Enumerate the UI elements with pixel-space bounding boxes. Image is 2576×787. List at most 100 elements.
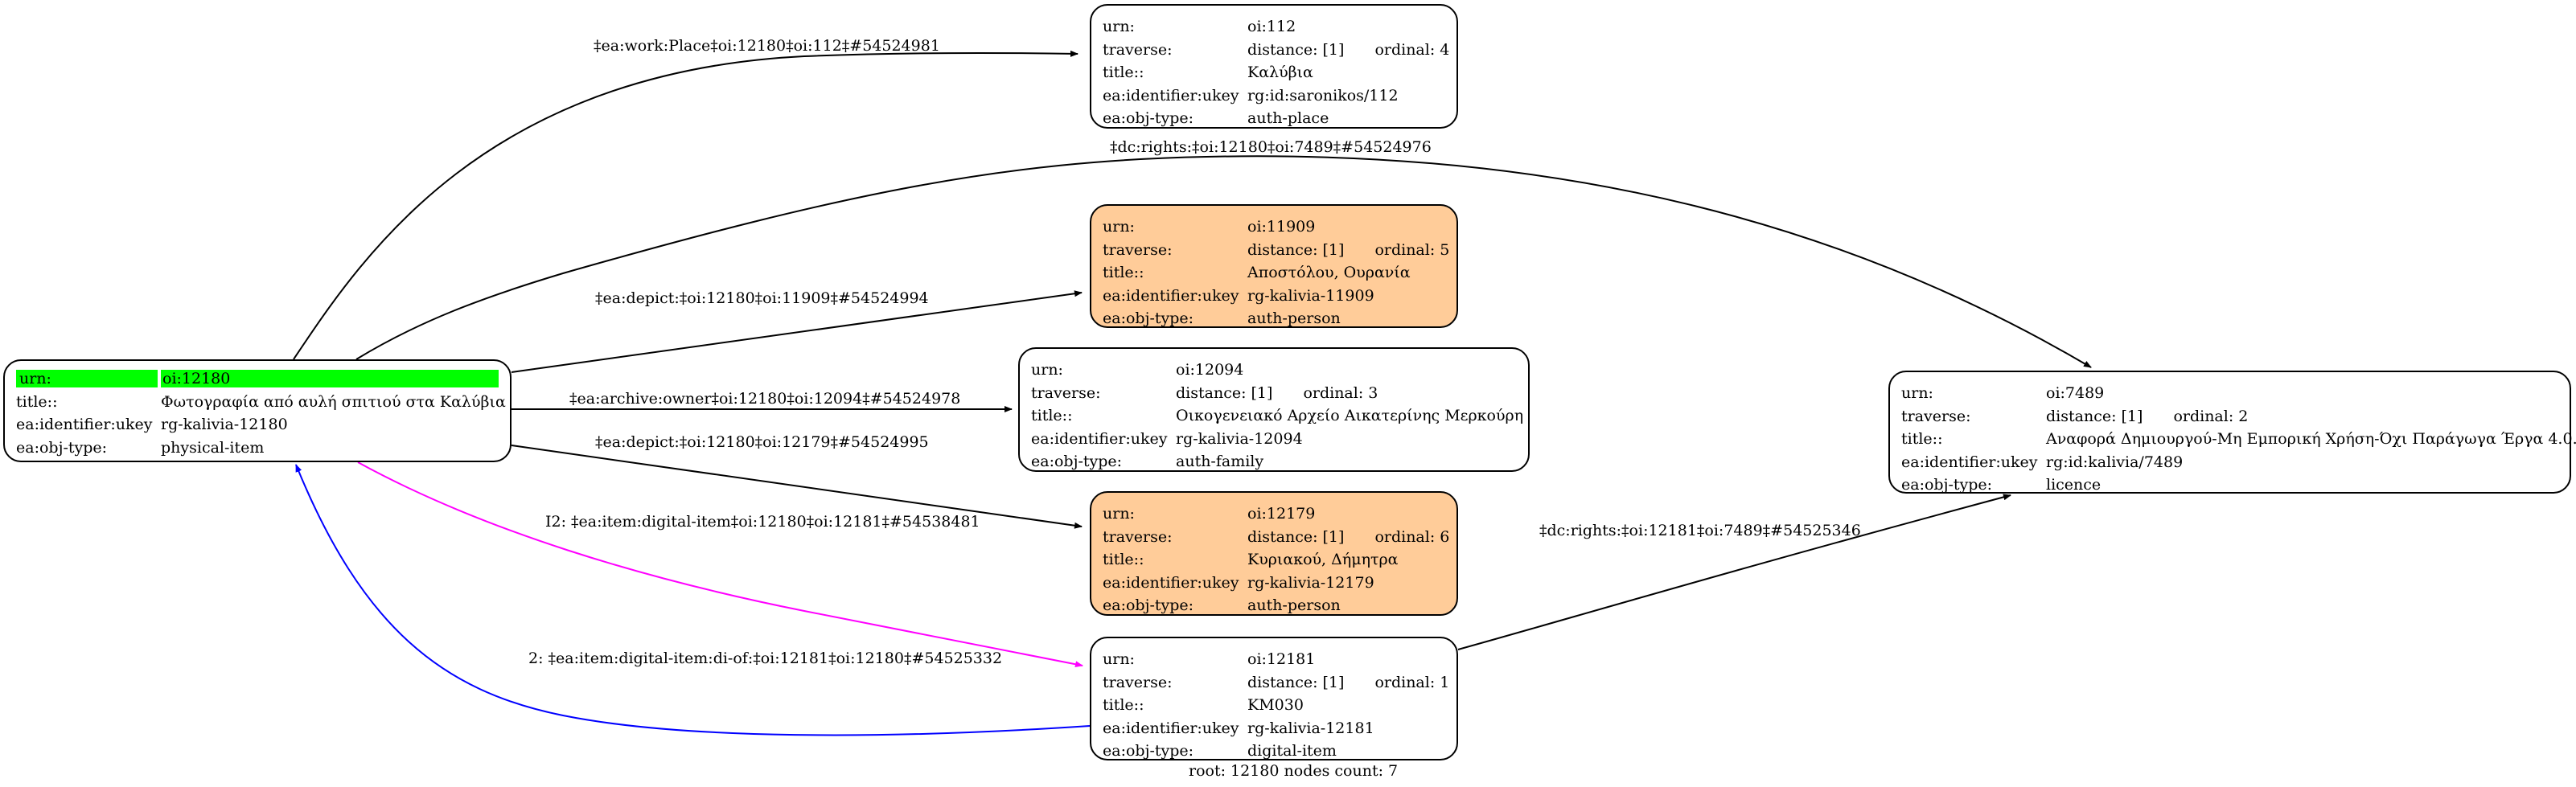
node-row-traverse: traverse: distance: [1]ordinal: 1 — [1103, 671, 1449, 695]
edge-label-archive-owner: ‡ea:archive:owner‡oi:12180‡oi:12094‡#545… — [569, 390, 961, 408]
node-row-traverse: traverse: distance: [1]ordinal: 2 — [1901, 405, 2558, 428]
value-text: oi:7489 — [2046, 384, 2105, 403]
row-value: auth-place — [1247, 109, 1445, 127]
row-key: title:: — [1103, 264, 1144, 282]
row-key: ea:identifier:ukey — [1031, 429, 1168, 448]
distance-value: distance: [1] — [1247, 40, 1345, 59]
row-key: urn: — [1103, 18, 1135, 36]
row-value: oi:7489 — [2046, 384, 2558, 402]
value-text: Οικογενειακό Αρχείο Αικατερίνης Μερκούρη — [1176, 407, 1524, 425]
row-value: licence — [2046, 476, 2558, 494]
distance-value: distance: [1] — [1247, 527, 1345, 546]
node-row-obj-type: ea:obj-type: auth-place — [1103, 107, 1445, 130]
node-row-title: title::Καλύβια — [1103, 61, 1445, 84]
node-row-title: title:: Φωτογραφία από αυλή σπιτιού στα … — [16, 391, 506, 414]
row-key: ea:obj-type: — [1103, 596, 1194, 615]
value-text: oi:12181 — [1247, 650, 1316, 669]
row-key: title:: — [1103, 696, 1144, 715]
row-key: urn: — [1103, 505, 1135, 523]
row-key: urn: — [1901, 384, 1933, 403]
row-key: ea:obj-type: — [1103, 109, 1194, 128]
node-row-title: title::Αποστόλου, Ουρανία — [1103, 261, 1445, 285]
edge-label-depict-12179: ‡ea:depict:‡oi:12180‡oi:12179‡#54524995 — [595, 433, 929, 451]
row-value: Αποστόλου, Ουρανία — [1247, 264, 1445, 281]
row-key: ea:obj-type: — [1031, 453, 1123, 471]
node-row-urn: urn: oi:12179 — [1103, 502, 1445, 526]
ordinal-value: ordinal: 4 — [1374, 40, 1450, 59]
node-row-traverse: traverse:distance: [1]ordinal: 3 — [1031, 382, 1517, 405]
node-row-title: title::Οικογενειακό Αρχείο Αικατερίνης Μ… — [1031, 404, 1523, 428]
row-value: distance: [1]ordinal: 1 — [1247, 674, 1449, 691]
row-value: digital-item — [1247, 742, 1445, 760]
value-text: auth-place — [1247, 109, 1329, 128]
edge-rights-12181[interactable] — [1457, 494, 2011, 650]
edge-depict-11909[interactable] — [511, 290, 1083, 373]
node-root-12180[interactable]: urn: oi:12180 title:: Φωτογραφία από αυλ… — [3, 359, 512, 462]
row-value: distance: [1]ordinal: 2 — [2046, 408, 2558, 425]
row-key: title:: — [16, 392, 58, 411]
node-row-traverse: traverse:distance: [1]ordinal: 6 — [1103, 526, 1449, 549]
node-row-traverse: traverse: distance: [1] ordinal: 4 — [1103, 39, 1449, 62]
value-text: auth-family — [1176, 453, 1264, 471]
row-key: title:: — [1901, 430, 1943, 449]
row-key: traverse: — [1103, 673, 1173, 691]
value-text: Κυριακού, Δήμητρα — [1247, 551, 1399, 569]
node-row-traverse: traverse:distance: [1]ordinal: 5 — [1103, 239, 1449, 262]
row-value: rg:id:kalivia/7489 — [2046, 453, 2558, 471]
edge-depict-12179[interactable] — [511, 445, 1083, 529]
row-value: auth-person — [1247, 309, 1445, 327]
node-row-urn: urn: oi:12180 — [16, 367, 499, 391]
node-row-urn: urn:oi:11909 — [1103, 215, 1445, 239]
edge-digital-item-of[interactable] — [295, 464, 1091, 736]
edge-work-place[interactable] — [293, 50, 1078, 360]
row-value: Καλύβια — [1247, 64, 1445, 81]
value-text: digital-item — [1247, 742, 1337, 760]
value-text: rg-kalivia-12094 — [1176, 429, 1303, 448]
node-row-title: title::Αναφορά Δημιουργού-Μη Εμπορική Χρ… — [1901, 428, 2576, 451]
node-7489[interactable]: urn: oi:7489 traverse: distance: [1]ordinal… — [1888, 371, 2576, 494]
row-value: distance: [1] ordinal: 4 — [1247, 41, 1449, 59]
edge-label-digital-item: I2: ‡ea:item:digital-item‡oi:12180‡oi:12… — [545, 513, 980, 531]
row-value: rg-kalivia-12181 — [1247, 719, 1445, 737]
node-row-obj-type: ea:obj-type: physical-item — [16, 437, 499, 460]
row-key: ea:obj-type: — [1103, 742, 1194, 760]
row-key: traverse: — [1901, 407, 1971, 425]
edge-label-digital-item-of: 2: ‡ea:item:digital-item:di-of:‡oi:12181… — [528, 650, 1003, 667]
row-key: urn: — [1031, 361, 1063, 379]
row-value: oi:12181 — [1247, 650, 1445, 668]
row-value: auth-family — [1176, 453, 1517, 470]
row-key: urn: — [16, 370, 158, 388]
value-text: KM030 — [1247, 696, 1304, 715]
row-key: traverse: — [1103, 240, 1173, 259]
row-key: ea:obj-type: — [16, 438, 108, 457]
row-key: ea:obj-type: — [1901, 476, 1993, 494]
edge-label-work-place: ‡ea:work:Place‡oi:12180‡oi:112‡#54524981 — [594, 37, 940, 55]
value-text: rg:id:kalivia/7489 — [2046, 453, 2184, 471]
value-text: auth-person — [1247, 309, 1341, 328]
value-text: rg-kalivia-11909 — [1247, 286, 1374, 305]
edge-digital-item[interactable] — [357, 461, 1083, 668]
value-text: oi:12179 — [1247, 505, 1316, 523]
ordinal-value: ordinal: 3 — [1303, 383, 1378, 402]
edge-rights-12180[interactable] — [355, 155, 2092, 368]
row-value: rg-kalivia-12094 — [1176, 430, 1517, 448]
distance-value: distance: [1] — [2046, 407, 2143, 425]
row-value: physical-item — [161, 438, 265, 457]
row-key: urn: — [1103, 218, 1135, 236]
row-key: traverse: — [1103, 40, 1173, 59]
node-row-obj-type: ea:obj-type:auth-person — [1103, 307, 1445, 330]
edge-label-rights-12180: ‡dc:rights:‡oi:12180‡oi:7489‡#54524976 — [1110, 138, 1432, 156]
row-key: traverse: — [1103, 527, 1173, 546]
distance-value: distance: [1] — [1247, 673, 1345, 691]
value-text: Αναφορά Δημιουργού-Μη Εμπορική Χρήση-Όχι… — [2046, 430, 2576, 449]
